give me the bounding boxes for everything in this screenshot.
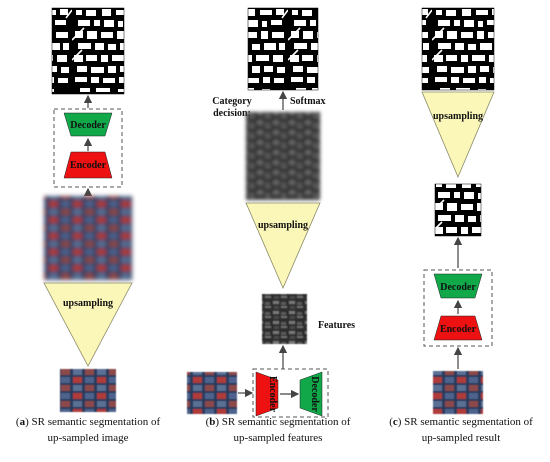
caption-letter: a <box>19 416 26 428</box>
decoder-block <box>63 112 113 137</box>
caption-a: (a) SR semantic segmentation of up-sampl… <box>3 414 173 446</box>
upsampling-label: upsampling <box>63 298 113 309</box>
encoder-label: Encoder <box>70 160 107 171</box>
caption-line2: up-sampled features <box>233 432 323 444</box>
input-image <box>433 371 483 414</box>
encoder-block <box>433 315 483 341</box>
panel-b: Category decision: Softmax upsampling Fe… <box>187 7 355 418</box>
upsampled-features <box>246 112 320 200</box>
encoder-label: Encoder <box>440 324 477 335</box>
features-label: Features <box>318 320 355 331</box>
caption-c: (c) SR semantic segmentation of up-sampl… <box>376 414 546 446</box>
decoder-block <box>299 371 323 417</box>
decoder-block <box>433 273 483 299</box>
panel-c: upsampling Decoder Encoder <box>421 7 495 414</box>
segmentation-map-output <box>421 7 495 91</box>
upsampling-funnel <box>43 282 133 367</box>
segmentation-map-small <box>434 183 482 237</box>
caption-letter: b <box>209 416 216 428</box>
segmentation-map-output <box>51 7 125 95</box>
encoder-label: Encoder <box>267 376 278 413</box>
encoder-decoder-box <box>252 368 329 418</box>
upsampled-image <box>44 196 132 280</box>
decoder-label: Decoder <box>70 120 106 131</box>
segmentation-map-output <box>247 7 319 91</box>
input-image <box>60 369 116 412</box>
caption-line2: up-sampled result <box>421 432 501 444</box>
decoder-label: Decoder <box>440 282 476 293</box>
caption-line1: SR semantic segmentation of <box>31 416 161 428</box>
panel-a: Decoder Encoder upsampling <box>43 7 133 412</box>
category-decision-label-line2: decision: <box>213 108 251 119</box>
upsampling-funnel <box>421 91 495 179</box>
encoder-block <box>63 151 113 179</box>
upsampling-label: upsampling <box>433 111 483 122</box>
upsampling-funnel <box>245 202 321 290</box>
softmax-label: Softmax <box>290 96 326 107</box>
caption-line2: up-sampled image <box>47 432 129 444</box>
feature-map-small <box>262 294 307 344</box>
input-image <box>187 372 237 414</box>
decoder-label: Decoder <box>309 376 320 412</box>
upsampling-label: upsampling <box>258 220 308 231</box>
encoder-decoder-box <box>423 269 493 347</box>
caption-line1: SR semantic segmentation of <box>221 416 351 428</box>
encoder-block <box>255 371 279 417</box>
caption-line1: SR semantic segmentation of <box>404 416 533 428</box>
category-decision-label: Category <box>212 96 251 107</box>
encoder-decoder-box <box>53 108 123 188</box>
caption-b: (b) SR semantic segmentation of up-sampl… <box>193 414 363 446</box>
caption-letter: c <box>392 416 398 428</box>
